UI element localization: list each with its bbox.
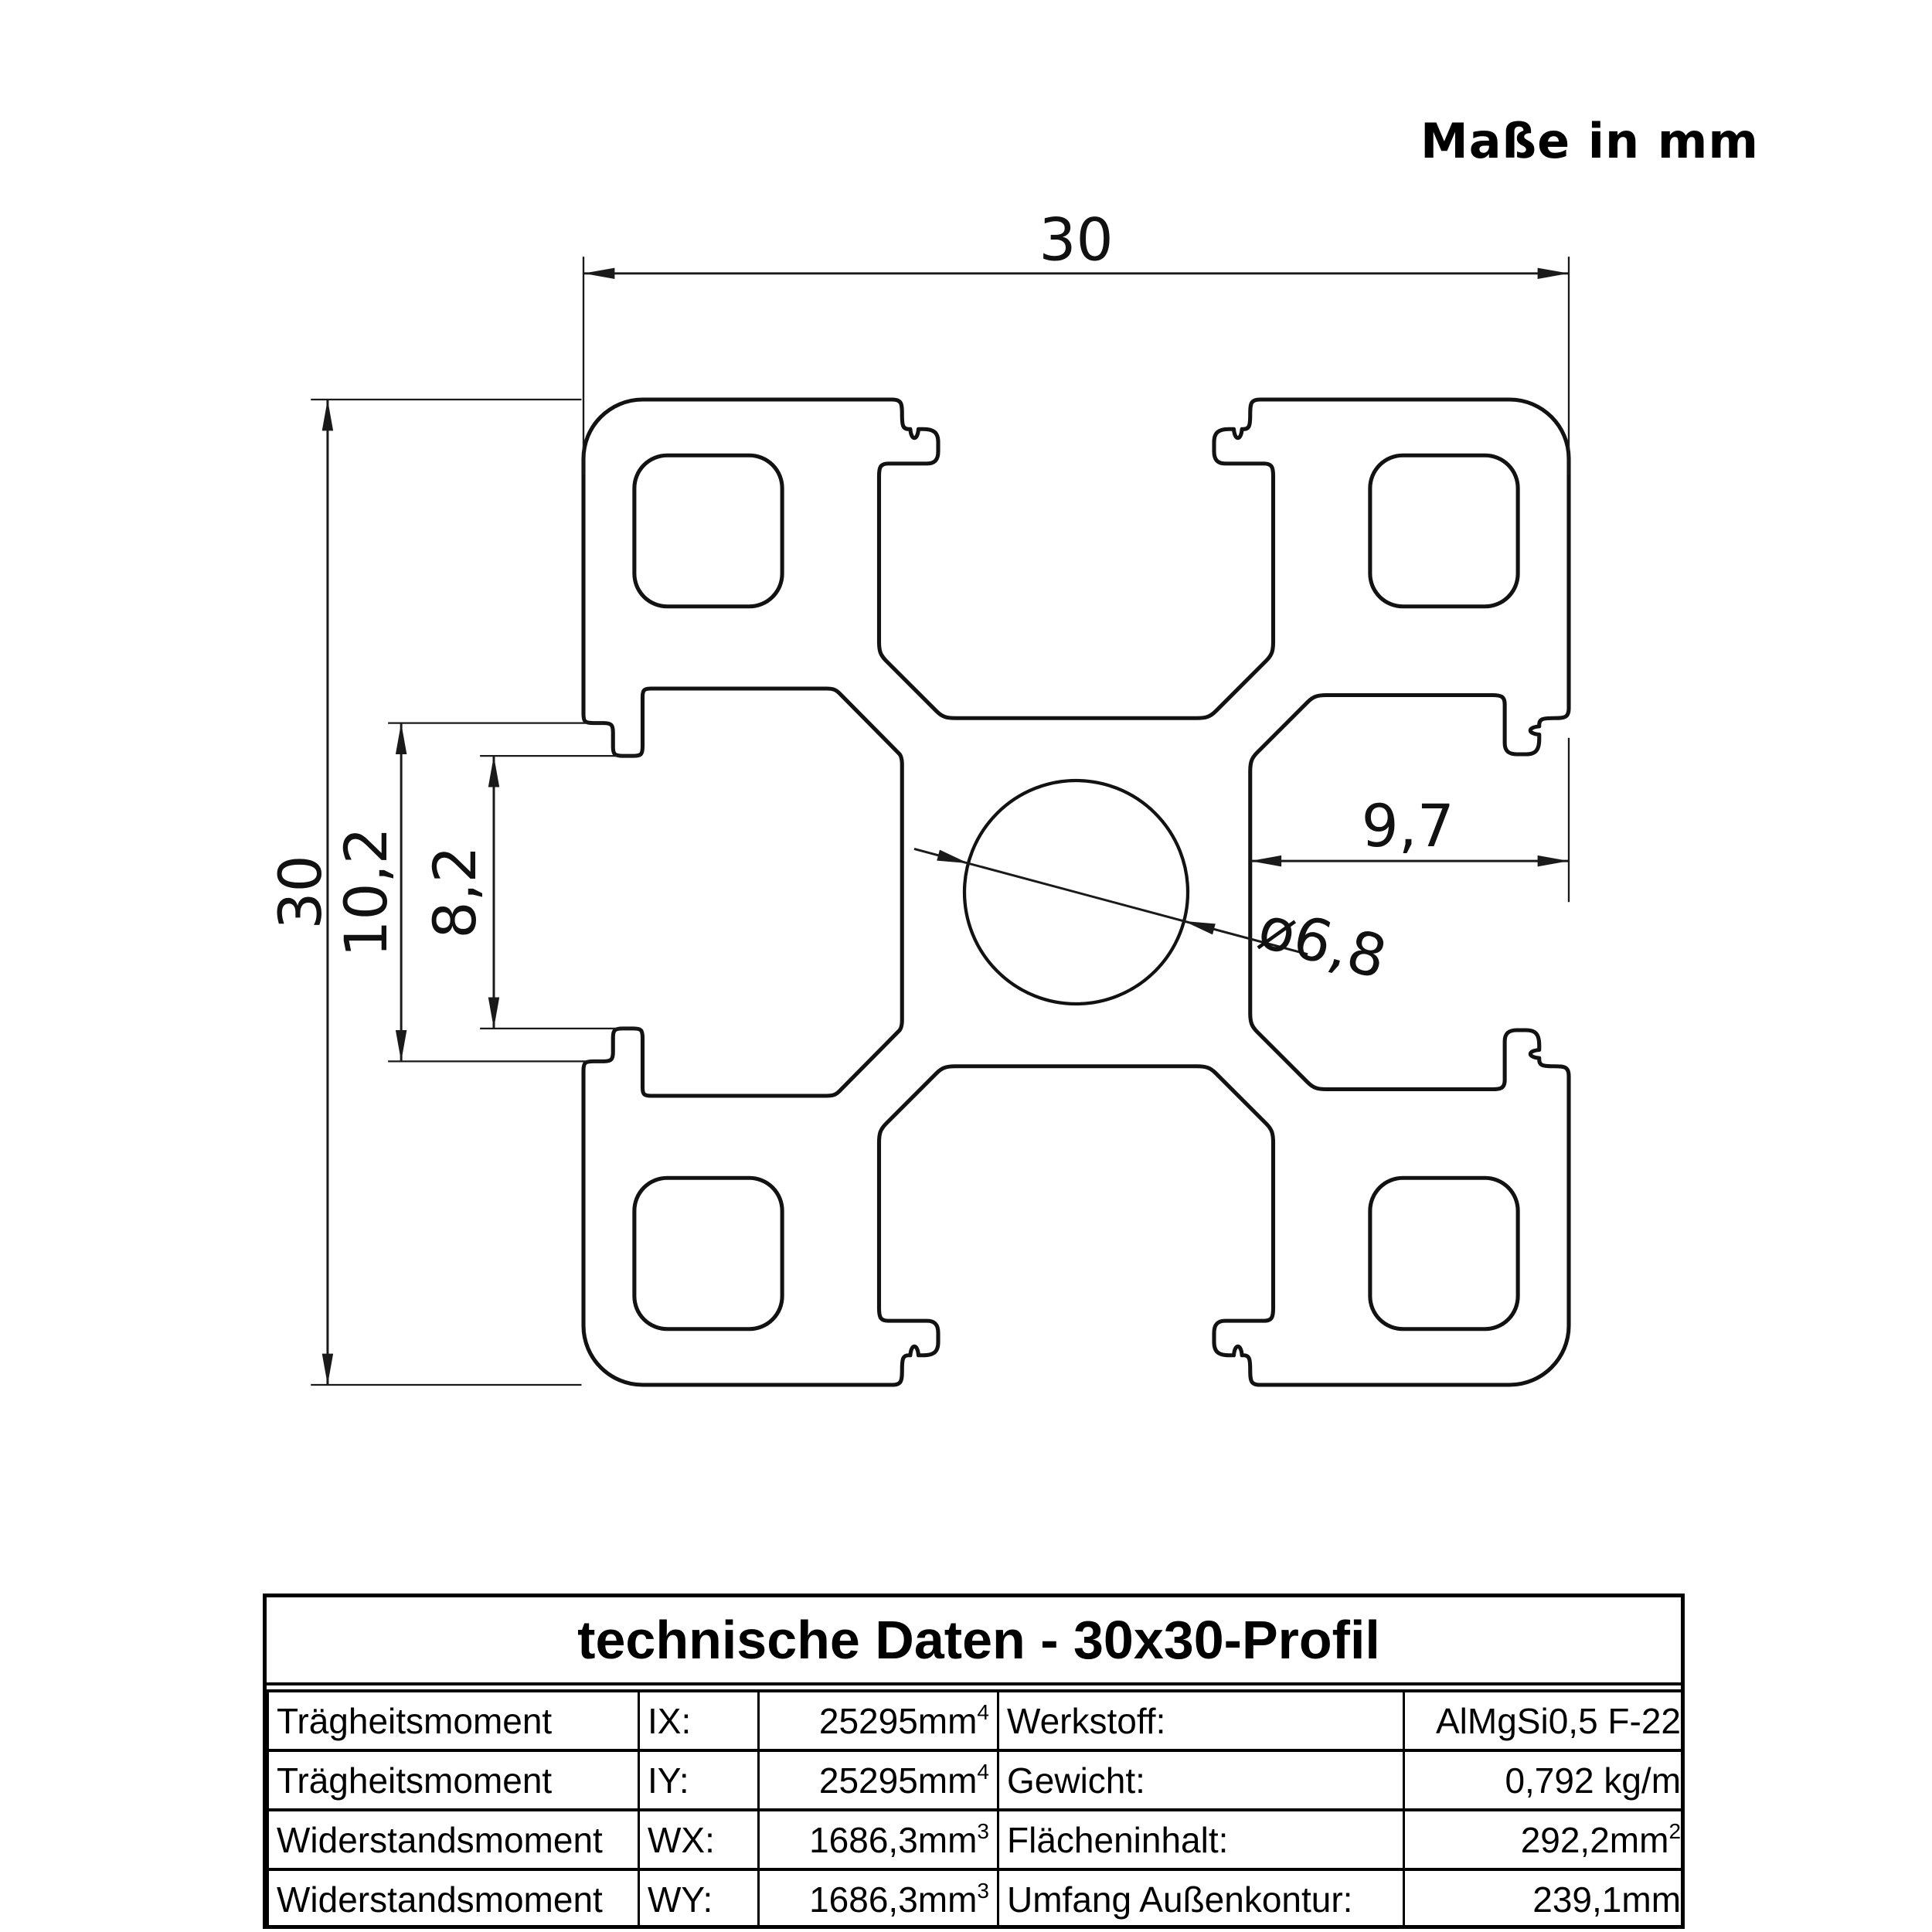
property-name: Umfang Außenkontur: bbox=[997, 1868, 1405, 1925]
property-name: Widerstandsmoment bbox=[267, 1868, 640, 1925]
dim-leader-bore bbox=[913, 847, 1308, 956]
table-row: Trägheitsmoment IY: 25295mm4 Gewicht: 0,… bbox=[267, 1749, 1681, 1811]
value: 239,1mm bbox=[1402, 1868, 1681, 1925]
profile-outline bbox=[581, 397, 1571, 1387]
corner-screw-channel-tr bbox=[1368, 453, 1520, 609]
property-name: Gewicht: bbox=[997, 1749, 1405, 1811]
property-name: Werkstoff: bbox=[997, 1685, 1405, 1752]
value: 0,792 kg/m bbox=[1402, 1749, 1681, 1811]
symbol: WY: bbox=[638, 1868, 760, 1925]
table-row: Trägheitsmoment IX: 25295mm4 Werkstoff: … bbox=[267, 1685, 1681, 1752]
table-row: Widerstandsmoment WX: 1686,3mm3 Flächeni… bbox=[267, 1808, 1681, 1871]
symbol: WX: bbox=[638, 1808, 760, 1871]
property-name: Widerstandsmoment bbox=[267, 1808, 640, 1871]
value: 25295mm4 bbox=[757, 1685, 999, 1752]
property-name: Trägheitsmoment bbox=[267, 1749, 640, 1811]
dim-height-label: 30 bbox=[267, 855, 335, 929]
property-name: Trägheitsmoment bbox=[267, 1685, 640, 1752]
table-row: Widerstandsmoment WY: 1686,3mm3 Umfang A… bbox=[267, 1868, 1681, 1925]
value: 25295mm4 bbox=[757, 1749, 999, 1811]
dim-slot-outer-label: 10,2 bbox=[332, 827, 400, 957]
core-bore-circle bbox=[962, 778, 1190, 1006]
property-name: Flächeninhalt: bbox=[997, 1808, 1405, 1871]
units-note: Maße in mm bbox=[1420, 113, 1759, 169]
corner-screw-channel-br bbox=[1368, 1175, 1520, 1332]
dim-side-label: 9,7 bbox=[1362, 792, 1454, 860]
dim-width-label: 30 bbox=[1039, 206, 1113, 274]
symbol: IX: bbox=[638, 1685, 760, 1752]
corner-screw-channel-tl bbox=[632, 453, 784, 609]
value: AlMgSi0,5 F-22 bbox=[1402, 1685, 1681, 1752]
table-title: technische Daten - 30x30-Profil bbox=[267, 1597, 1681, 1692]
dim-slot-inner-label: 8,2 bbox=[421, 845, 489, 938]
dim-bore-label: ø6,8 bbox=[1251, 893, 1393, 992]
corner-screw-channel-bl bbox=[632, 1175, 784, 1332]
value: 292,2mm2 bbox=[1402, 1808, 1681, 1871]
value: 1686,3mm3 bbox=[757, 1868, 999, 1925]
value: 1686,3mm3 bbox=[757, 1808, 999, 1871]
symbol: IY: bbox=[638, 1749, 760, 1811]
technical-data-table: technische Daten - 30x30-Profil Trägheit… bbox=[263, 1594, 1685, 1929]
